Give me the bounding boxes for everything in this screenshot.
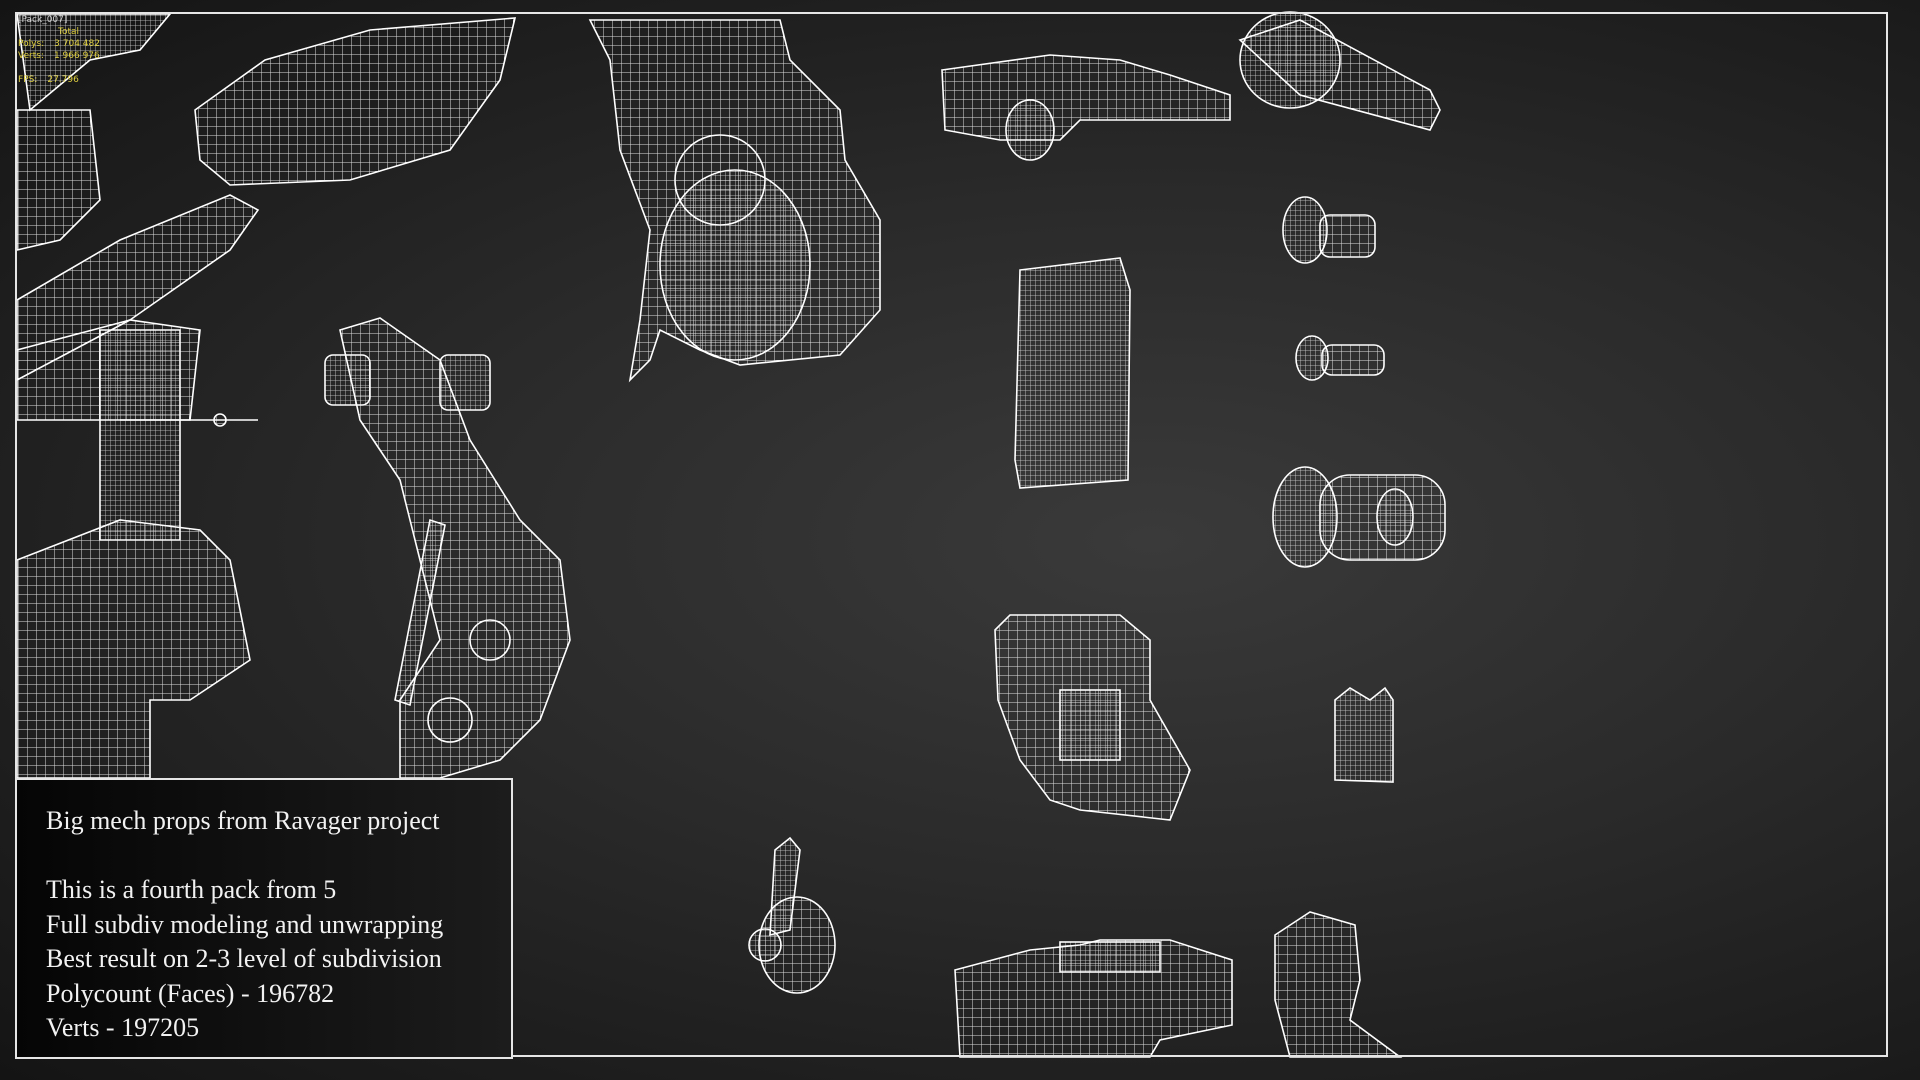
polys-label: Polys: bbox=[18, 39, 45, 49]
total-label: Total bbox=[58, 27, 80, 37]
info-line: Best result on 2-3 level of subdivision bbox=[46, 944, 442, 973]
info-line: This is a fourth pack from 5 bbox=[46, 875, 337, 904]
crank-arm-wireframe bbox=[941, 11, 1441, 161]
info-panel: Big mech props from Ravager project This… bbox=[15, 778, 513, 1059]
bolt-small-wireframe bbox=[1282, 196, 1376, 264]
viewport-statistics: [Pack_007] Total Polys: 3 704 482 Verts: 1… bbox=[18, 14, 100, 86]
verts-label: Verts: bbox=[18, 51, 44, 61]
bolt-tiny-wireframe bbox=[1295, 335, 1385, 381]
lever-part-wireframe bbox=[748, 836, 836, 994]
info-line: Polycount (Faces) - 196782 bbox=[46, 978, 335, 1008]
block-part-wireframe bbox=[954, 939, 1233, 1058]
fps-label: FPS: bbox=[18, 75, 38, 85]
polys-value: 3 704 482 bbox=[54, 39, 100, 49]
bracket-part-wireframe bbox=[588, 19, 881, 383]
object-name: [Pack_007] bbox=[18, 15, 68, 25]
info-line: Full subdiv modeling and unwrapping bbox=[46, 909, 444, 939]
mech-arm-wireframe bbox=[324, 317, 571, 779]
curved-part-wireframe bbox=[1274, 911, 1403, 1058]
hinge-bracket-wireframe bbox=[994, 614, 1191, 821]
verts-value: 1 966 976 bbox=[53, 51, 100, 61]
mech-body-wireframe bbox=[16, 13, 517, 779]
viewport-frame bbox=[15, 12, 1888, 1057]
plate-part-wireframe bbox=[1014, 257, 1131, 489]
clip-part-wireframe bbox=[1334, 686, 1394, 783]
info-title: Big mech props from Ravager project bbox=[46, 806, 440, 835]
bushing-wireframe bbox=[1272, 466, 1446, 568]
info-line: Verts - 197205 bbox=[46, 1013, 200, 1042]
fps-value: 27.796 bbox=[47, 75, 79, 85]
